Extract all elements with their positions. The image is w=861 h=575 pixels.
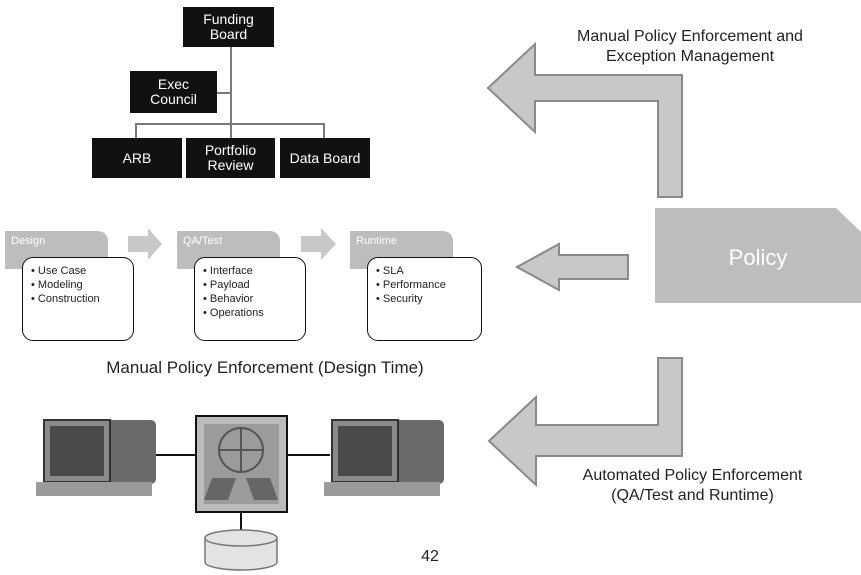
stage-arrow-2 <box>301 228 336 260</box>
manual-exception-caption: Manual Policy Enforcement and Exception … <box>577 28 803 65</box>
portfolio-review-label: Portfolio Review <box>204 142 257 173</box>
list-item: Security <box>376 292 473 306</box>
org-line-portfolio <box>230 123 232 138</box>
stage-qatest-box: Interface Payload Behavior Operations <box>194 257 306 341</box>
list-item: Interface <box>203 264 297 278</box>
org-line-arb <box>135 123 137 138</box>
list-item: Construction <box>31 292 125 306</box>
computer-icon <box>36 419 156 496</box>
data-board-label: Data Board <box>289 149 361 166</box>
org-line-exec <box>216 92 231 94</box>
stage-arrow-1 <box>128 228 162 260</box>
list-item: Use Case <box>31 264 125 278</box>
exec-council-box: Exec Council <box>130 71 217 113</box>
arb-box: ARB <box>92 138 182 178</box>
policy-to-runtime-arrow <box>514 242 629 292</box>
list-item: Modeling <box>31 278 125 292</box>
database-icon <box>204 529 278 571</box>
manual-design-caption: Manual Policy Enforcement (Design Time) <box>106 358 424 377</box>
list-item: Operations <box>203 306 297 320</box>
data-board-box: Data Board <box>280 138 370 178</box>
list-item: Behavior <box>203 292 297 306</box>
page-number: 42 <box>421 548 439 565</box>
automated-caption: Automated Policy Enforcement (QA/Test an… <box>582 467 803 504</box>
arb-label: ARB <box>122 149 152 166</box>
list-item: Payload <box>203 278 297 292</box>
list-item: Performance <box>376 278 473 292</box>
stage-runtime-box: SLA Performance Security <box>367 257 482 341</box>
stage-design-box: Use Case Modeling Construction <box>22 257 134 341</box>
network-hub-icon <box>195 415 288 513</box>
org-line-vertical <box>230 46 232 124</box>
funding-board-box: Funding Board <box>183 7 274 47</box>
computer-icon <box>324 419 444 496</box>
portfolio-review-box: Portfolio Review <box>186 138 275 178</box>
list-item: SLA <box>376 264 473 278</box>
policy-label: Policy <box>728 245 788 270</box>
exec-council-label: Exec Council <box>150 76 197 107</box>
funding-board-label: Funding Board <box>203 11 254 42</box>
org-line-data <box>323 123 325 138</box>
